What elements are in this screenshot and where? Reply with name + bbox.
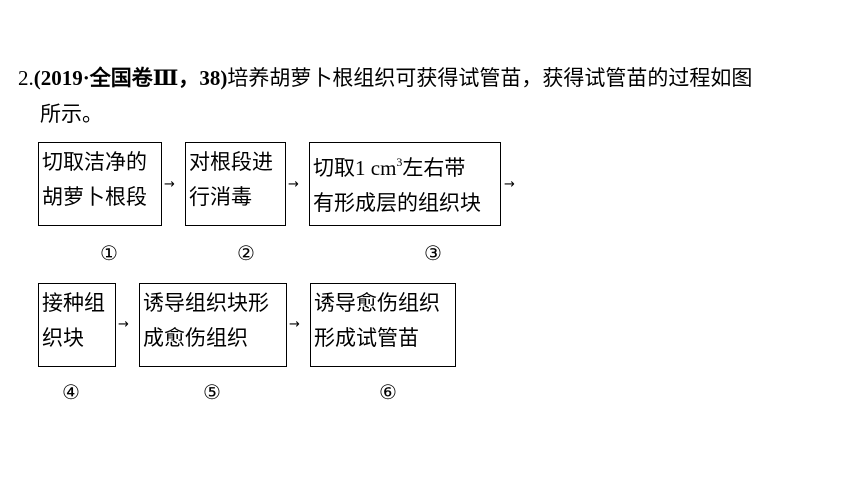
step-2-line-2: 行消毒	[189, 185, 252, 209]
step-5-line-2: 成愈伤组织	[143, 326, 248, 350]
step-3-superscript: 3	[396, 155, 403, 169]
step-marker-5: ⑤	[203, 380, 221, 404]
step-3-line-1-post: 左右带	[402, 156, 466, 180]
question-line-2: 所示。	[18, 96, 848, 132]
step-3-line-2: 有形成层的组织块	[313, 191, 481, 215]
step-marker-6: ⑥	[379, 380, 397, 404]
flow-arrow-2: →	[288, 177, 299, 192]
step-6-line-2: 形成试管苗	[314, 326, 419, 350]
step-6-line-1: 诱导愈伤组织	[314, 291, 440, 315]
step-box-2: 对根段进 行消毒	[185, 142, 286, 226]
step-3-line-1: 切取1 cm3左右带	[313, 145, 500, 186]
step-box-6: 诱导愈伤组织 形成试管苗	[310, 283, 456, 367]
step-5-line-1: 诱导组织块形	[143, 291, 269, 315]
question-line-1: 2.(2019·全国卷Ⅲ，38)培养胡萝卜根组织可获得试管苗，获得试管苗的过程如…	[18, 60, 848, 96]
step-box-4: 接种组 织块	[38, 283, 116, 367]
question-source: (2019·全国卷Ⅲ，38)	[33, 66, 228, 90]
step-marker-2: ②	[237, 241, 255, 265]
question-text: 2.(2019·全国卷Ⅲ，38)培养胡萝卜根组织可获得试管苗，获得试管苗的过程如…	[18, 60, 848, 132]
step-marker-1: ①	[100, 241, 118, 265]
step-4-line-1: 接种组	[42, 291, 105, 315]
question-body-end: 所示。	[40, 102, 103, 126]
question-body: 培养胡萝卜根组织可获得试管苗，获得试管苗的过程如图	[227, 66, 753, 90]
step-4-line-2: 织块	[42, 326, 84, 350]
flow-arrow-1: →	[164, 177, 175, 192]
step-1-line-2: 胡萝卜根段	[42, 185, 147, 209]
step-box-1: 切取洁净的 胡萝卜根段	[38, 142, 162, 226]
step-3-line-1-pre: 切取	[313, 156, 355, 180]
flow-arrow-3: →	[504, 177, 515, 192]
step-1-line-1: 切取洁净的	[42, 150, 147, 174]
flow-arrow-5: →	[289, 317, 300, 332]
step-3-quantity: 1 cm	[355, 156, 397, 180]
step-2-line-1: 对根段进	[189, 150, 273, 174]
step-box-5: 诱导组织块形 成愈伤组织	[139, 283, 287, 367]
flow-arrow-4: →	[118, 317, 129, 332]
step-marker-4: ④	[62, 380, 80, 404]
question-number: 2.	[18, 66, 34, 90]
step-box-3: 切取1 cm3左右带 有形成层的组织块	[309, 142, 501, 226]
step-marker-3: ③	[424, 241, 442, 265]
